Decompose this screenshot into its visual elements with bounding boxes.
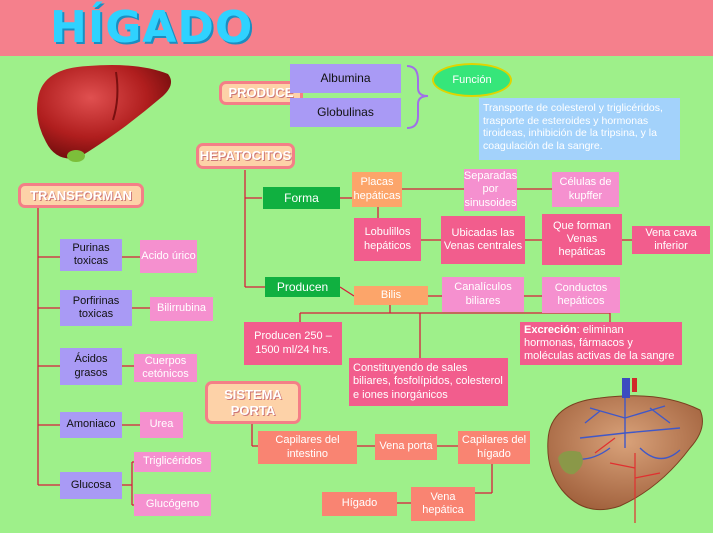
- canaliculos-box: Canalículos biliares: [442, 277, 524, 312]
- funcion-description: Transporte de colesterol y triglicéridos…: [479, 98, 680, 160]
- transforman-label: TRANSFORMAN: [18, 183, 144, 208]
- trigliceridos-box: Triglicéridos: [134, 452, 211, 472]
- globulinas-box: Globulinas: [290, 98, 401, 127]
- vena-hepatica-box: Vena hepática: [411, 487, 475, 521]
- constituyendo-box: Constituyendo de sales biliares, fosfolí…: [349, 358, 508, 406]
- albumina-box: Albumina: [290, 64, 401, 93]
- header-bar: HÍGADO: [0, 0, 713, 56]
- hepatocitos-label: HEPATOCITOS: [196, 143, 295, 169]
- lobulillos-box: Lobulillos hepáticos: [354, 218, 421, 261]
- celulas-kupffer-box: Células de kupffer: [552, 172, 619, 207]
- produce-label: PRODUCE: [219, 81, 303, 105]
- purinas-box: Purinas toxicas: [60, 239, 122, 271]
- excrecion-text: : eliminan hormonas, fármacos y molécula…: [524, 323, 675, 363]
- placas-hepaticas-label: Placas hepáticas: [353, 176, 401, 202]
- separadas-box: Separadas por sinusoides: [464, 169, 517, 211]
- glucogeno-box: Glucógeno: [134, 494, 211, 516]
- sistema-porta-label: SISTEMA PORTA: [205, 381, 301, 424]
- liver-illustration: [37, 65, 172, 162]
- bilis-box: Bilis: [354, 286, 428, 305]
- cuerpos-cetonicos-box: Cuerpos cetónicos: [134, 354, 197, 382]
- producen-box: Producen: [265, 277, 340, 297]
- funcion-bubble: Función: [432, 63, 512, 97]
- glucosa-box: Glucosa: [60, 472, 122, 499]
- acidos-grasos-box: Ácidos grasos: [60, 348, 122, 385]
- urea-box: Urea: [140, 412, 183, 438]
- excrecion-box: Excreción: eliminan hormonas, fármacos y…: [520, 322, 682, 365]
- higado-box: Hígado: [322, 492, 397, 516]
- liver-vessels-illustration: [547, 378, 703, 523]
- forma-box: Forma: [263, 187, 340, 209]
- bilirrubina-box: Bilirrubina: [150, 297, 213, 321]
- page-title: HÍGADO: [50, 2, 254, 53]
- excrecion-title: Excreción: [524, 323, 577, 336]
- vena-porta-box: Vena porta: [375, 434, 437, 460]
- capilares-intestino-box: Capilares del intestino: [258, 431, 357, 464]
- capilares-higado-box: Capilares del hígado: [458, 431, 530, 464]
- amoniaco-box: Amoniaco: [60, 412, 122, 438]
- venas-hepaticas-box: Que forman Venas hepáticas: [542, 214, 622, 265]
- porfirinas-box: Porfirinas toxicas: [60, 290, 132, 326]
- conductos-box: Conductos hepáticos: [542, 277, 620, 313]
- vena-cava-box: Vena cava inferior: [632, 226, 710, 254]
- producen-250-box: Producen 250 – 1500 ml/24 hrs.: [244, 322, 342, 365]
- venas-centrales-box: Ubicadas las Venas centrales: [441, 216, 525, 264]
- placas-hepaticas-box: Placas hepáticas: [352, 172, 402, 207]
- acido-urico-box: Acido úrico: [140, 240, 197, 273]
